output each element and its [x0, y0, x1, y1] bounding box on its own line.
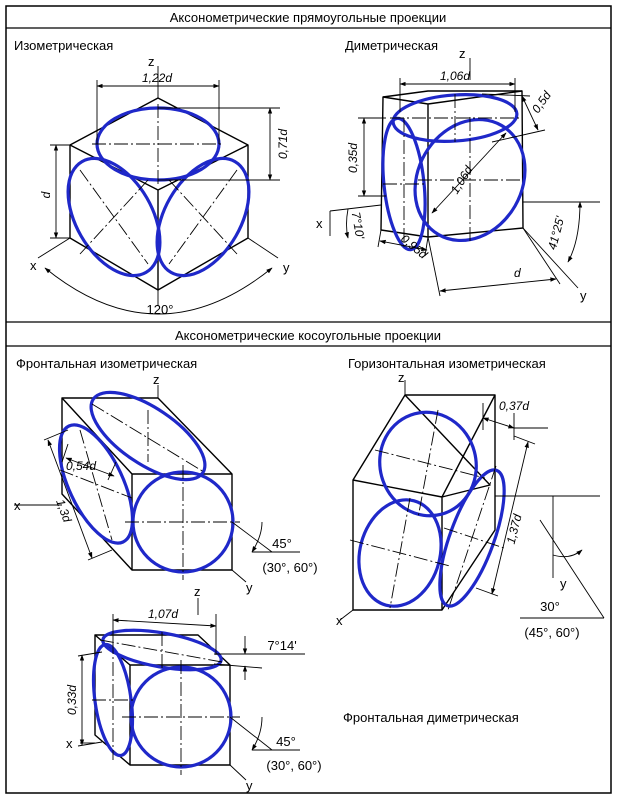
dimetric-axis-y: y — [580, 288, 587, 303]
dimetric-dimension-minor-side — [358, 117, 386, 197]
dimetric-dimension-diag — [431, 132, 507, 214]
horizontal-isometric-title: Горизонтальная изометрическая — [348, 356, 546, 371]
horizontal-isometric-angle-arc — [552, 549, 583, 558]
dimetric-axis-x: x — [316, 216, 323, 231]
dimetric-dimension-side — [377, 229, 429, 257]
horizontal-isometric-dim-angle: 30° — [540, 599, 560, 614]
horizontal-isometric-dim-minor: 0,37d — [499, 399, 529, 413]
horizontal-isometric-angle-leader-1 — [539, 519, 605, 619]
frontal-dimetric-dim-minor: 0,33d — [65, 685, 79, 715]
horizontal-isometric-axis-x: x — [336, 613, 343, 628]
horizontal-isometric-ellipses — [357, 410, 506, 608]
frontal-isometric-axis-z: z — [153, 372, 160, 387]
isometric-axis-y: y — [283, 260, 290, 275]
dimetric-dim-angle-x: 7°10' — [349, 211, 368, 241]
horizontal-isometric-cube — [352, 394, 496, 611]
isometric-view: Изометрическая z x y — [14, 38, 290, 317]
frontal-isometric-cube — [61, 397, 233, 571]
horizontal-isometric-view: Горизонтальная изометрическая z x y — [336, 356, 605, 640]
section-title-oblique: Аксонометрические косоугольные проекции — [175, 328, 441, 343]
frontal-dimetric-axes — [80, 598, 300, 781]
dimetric-dim-angle-y: 41°25' — [545, 214, 567, 251]
horizontal-isometric-center-lines — [349, 409, 505, 611]
horizontal-isometric-axis-y: y — [560, 576, 567, 591]
frontal-dimetric-center-lines — [92, 632, 240, 775]
frontal-dimetric-axis-z: z — [194, 584, 201, 599]
frontal-dimetric-dim-axis-angle-alt: (30°, 60°) — [266, 758, 321, 773]
frontal-isometric-axis-x: x — [14, 498, 21, 513]
frontal-isometric-title: Фронтальная изометрическая — [16, 356, 197, 371]
isometric-axes — [37, 66, 279, 306]
frontal-dimetric-axis-x: x — [66, 736, 73, 751]
dimetric-center-lines — [383, 94, 522, 250]
dimetric-angle-x-arc — [344, 208, 349, 239]
dimetric-dim-edge: d — [514, 266, 521, 280]
frontal-dimetric-view: Фронтальная диметрическая z x y — [65, 584, 519, 793]
horizontal-isometric-axes — [339, 380, 600, 621]
horizontal-isometric-dim-angle-alt: (45°, 60°) — [524, 625, 579, 640]
frontal-isometric-dim-angle: 45° — [272, 536, 292, 551]
isometric-dim-edge: d — [39, 191, 53, 198]
isometric-title: Изометрическая — [14, 38, 113, 53]
frontal-dimetric-axis-y: y — [246, 778, 253, 793]
dimetric-angle-y-arc — [567, 201, 583, 263]
horizontal-isometric-dim-major: 1,37d — [504, 512, 525, 545]
sheet-frame — [5, 5, 612, 794]
dimetric-title: Диметрическая — [345, 38, 438, 53]
isometric-dimension-width — [96, 80, 220, 144]
frontal-dimetric-title: Фронтальная диметрическая — [343, 710, 519, 725]
frontal-isometric-axis-y: y — [246, 580, 253, 595]
dimetric-cube — [380, 90, 524, 238]
frontal-dimetric-dimension-minor — [77, 651, 103, 747]
dimetric-dimension-edge — [427, 227, 561, 297]
isometric-dimension-minor — [158, 107, 280, 181]
dimetric-axes — [329, 58, 600, 289]
frontal-isometric-dim-angle-alt: (30°, 60°) — [262, 560, 317, 575]
horizontal-isometric-axis-z: z — [398, 370, 405, 385]
isometric-dimension-edge — [50, 144, 70, 239]
isometric-dim-width: 1,22d — [142, 71, 172, 85]
isometric-center-lines — [79, 104, 238, 265]
frontal-dimetric-dim-axis-angle: 45° — [276, 734, 296, 749]
frontal-dimetric-ellipses — [91, 628, 233, 769]
dimetric-dim-width: 1,06d — [440, 69, 470, 83]
frontal-dimetric-dimension-width — [112, 614, 217, 655]
dimetric-view: Диметрическая z x y — [316, 38, 600, 303]
isometric-angle-arc — [44, 267, 273, 315]
frontal-dimetric-angle-minor — [213, 636, 305, 680]
dimetric-axis-z: z — [459, 46, 466, 61]
dimetric-dim-minor-top: 0,5d — [529, 88, 554, 115]
isometric-dim-angle: 120° — [147, 302, 174, 317]
frontal-dimetric-axis-angle-arc — [251, 716, 263, 751]
frontal-isometric-angle-arc — [251, 521, 263, 553]
frontal-dimetric-dim-angle: 7°14' — [267, 638, 296, 653]
frontal-isometric-dim-minor: 0,54d — [66, 459, 96, 473]
horizontal-isometric-dimension-minor — [482, 403, 548, 440]
isometric-axis-x: x — [30, 258, 37, 273]
isometric-axis-z: z — [148, 54, 155, 69]
isometric-dim-minor: 0,71d — [276, 129, 290, 159]
horizontal-isometric-dimension-major — [475, 435, 536, 597]
section-title-rectangular: Аксонометрические прямоугольные проекции — [170, 10, 446, 25]
dimetric-dim-minor-side: 0,35d — [346, 143, 360, 173]
frontal-dimetric-dim-width: 1,07d — [148, 607, 178, 621]
frontal-isometric-view: Фронтальная изометрическая z x y — [14, 356, 318, 595]
frontal-isometric-dimension-major — [43, 429, 113, 561]
